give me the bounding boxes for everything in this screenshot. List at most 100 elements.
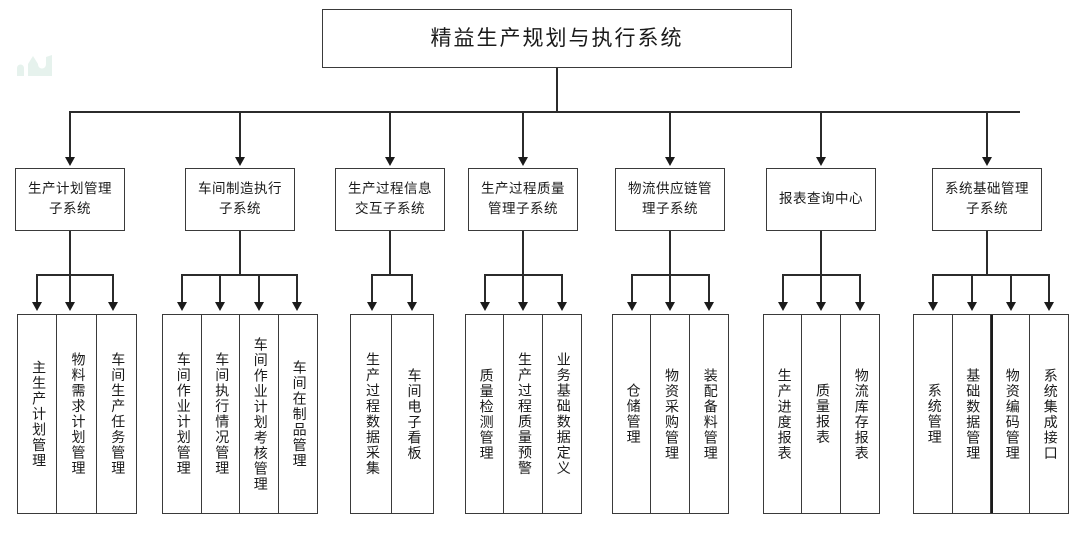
- level2-label-line2: 子系统: [219, 200, 261, 217]
- level2-node-sub-system-base[interactable]: 系统基础管理 子系统: [932, 168, 1042, 231]
- leaf-label: 物资编码管理: [1003, 367, 1020, 461]
- arrowhead-g5-drop-1: [627, 302, 637, 311]
- connector-g4-drop-3: [561, 274, 563, 302]
- leaf-node[interactable]: 生产进度报表: [764, 315, 803, 513]
- connector-g4-drop-2: [522, 274, 524, 302]
- leaf-node[interactable]: 车间在制品管理: [278, 315, 317, 513]
- connector-g3-bus: [371, 274, 413, 276]
- root-node-system-title[interactable]: 精益生产规划与执行系统: [322, 9, 792, 68]
- leaf-node[interactable]: 质量检测管理: [466, 315, 505, 513]
- leaf-label: 物资采购管理: [662, 367, 679, 461]
- level2-label-line1: 物流供应链管: [628, 180, 712, 197]
- level2-node-sub-process-quality[interactable]: 生产过程质量 管理子系统: [468, 168, 578, 231]
- arrowhead-g5-drop-3: [704, 302, 714, 311]
- level2-label-line2: 交互子系统: [355, 200, 425, 217]
- leaf-node[interactable]: 生产过程数据采集: [351, 315, 393, 513]
- connector-g2-drop-2: [219, 274, 221, 302]
- connector-bus-drop-3: [389, 111, 391, 157]
- leaf-label: 系统管理: [925, 383, 942, 445]
- connector-g7-bus: [932, 274, 1050, 276]
- connector-bus-drop-2: [239, 111, 241, 157]
- level2-node-sub-report-center[interactable]: 报表查询中心: [766, 168, 876, 231]
- connector-g1-bus: [36, 274, 114, 276]
- leaf-node[interactable]: 车间作业计划考核管理: [240, 315, 279, 513]
- arrowhead-g2-drop-1: [177, 302, 187, 311]
- arrowhead-g2-drop-4: [292, 302, 302, 311]
- level2-node-sub-process-info[interactable]: 生产过程信息 交互子系统: [335, 168, 445, 231]
- leaf-label: 车间电子看板: [405, 367, 422, 461]
- leaf-label: 基础数据管理: [964, 367, 981, 461]
- leaf-group-process-quality: 质量检测管理 生产过程质量预警 业务基础数据定义: [465, 314, 582, 514]
- arrowhead-bus-drop-6: [816, 157, 826, 166]
- connector-bus-drop-6: [820, 111, 822, 157]
- leaf-node[interactable]: 物流库存报表: [840, 315, 880, 513]
- level2-label-line1: 报表查询中心: [779, 190, 863, 207]
- arrowhead-g6-drop-2: [816, 302, 826, 311]
- level2-label-line1: 生产计划管理: [28, 180, 112, 197]
- leaf-label: 生产进度报表: [775, 367, 792, 461]
- leaf-node[interactable]: 系统管理: [914, 315, 953, 513]
- connector-g5-drop-2: [669, 274, 671, 302]
- arrowhead-g1-drop-1: [32, 302, 42, 311]
- leaf-node[interactable]: 主生产计划管理: [18, 315, 58, 513]
- level2-label-line2: 理子系统: [642, 200, 698, 217]
- leaf-node[interactable]: 车间生产任务管理: [96, 315, 137, 513]
- leaf-node[interactable]: 车间执行情况管理: [201, 315, 240, 513]
- leaf-label: 质量报表: [813, 383, 830, 445]
- connector-g4-stem: [522, 231, 524, 275]
- connector-g6-drop-1: [782, 274, 784, 302]
- arrowhead-bus-drop-7: [982, 157, 992, 166]
- arrowhead-g5-drop-2: [665, 302, 675, 311]
- connector-g1-drop-1: [36, 274, 38, 302]
- arrowhead-g7-drop-4: [1044, 302, 1054, 311]
- leaf-node[interactable]: 仓储管理: [613, 315, 652, 513]
- leaf-label: 装配备料管理: [701, 367, 718, 461]
- arrowhead-g2-drop-2: [215, 302, 225, 311]
- leaf-node[interactable]: 生产过程质量预警: [504, 315, 543, 513]
- leaf-label: 车间生产任务管理: [109, 352, 126, 476]
- leaf-node[interactable]: 业务基础数据定义: [542, 315, 582, 513]
- connector-g1-drop-3: [112, 274, 114, 302]
- leaf-node[interactable]: 车间电子看板: [392, 315, 433, 513]
- leaf-label: 生产过程数据采集: [363, 352, 380, 476]
- connector-g7-drop-4: [1048, 274, 1050, 302]
- connector-g2-drop-3: [258, 274, 260, 302]
- leaf-group-logistics-chain: 仓储管理 物资采购管理 装配备料管理: [612, 314, 729, 514]
- watermark-logo-icon: [10, 55, 52, 76]
- leaf-node[interactable]: 基础数据管理: [952, 315, 991, 513]
- connector-g6-stem: [820, 231, 822, 275]
- connector-g5-drop-1: [631, 274, 633, 302]
- leaf-label: 车间作业计划管理: [174, 352, 191, 476]
- leaf-node[interactable]: 装配备料管理: [689, 315, 729, 513]
- level2-node-sub-shopfloor-exec[interactable]: 车间制造执行 子系统: [185, 168, 295, 231]
- leaf-node[interactable]: 车间作业计划管理: [163, 315, 202, 513]
- leaf-node[interactable]: 物资编码管理: [991, 315, 1030, 513]
- connector-g7-drop-2: [971, 274, 973, 302]
- leaf-label: 仓储管理: [624, 383, 641, 445]
- arrowhead-g4-drop-2: [518, 302, 528, 311]
- connector-g2-bus: [181, 274, 298, 276]
- level2-node-sub-logistics-chain[interactable]: 物流供应链管 理子系统: [615, 168, 725, 231]
- arrowhead-bus-drop-1: [65, 157, 75, 166]
- leaf-node[interactable]: 质量报表: [802, 315, 841, 513]
- leaf-label: 质量检测管理: [477, 367, 494, 461]
- connector-bus-drop-7: [986, 111, 988, 157]
- arrowhead-g6-drop-3: [855, 302, 865, 311]
- leaf-label: 车间作业计划考核管理: [251, 336, 268, 492]
- arrowhead-g1-drop-2: [65, 302, 75, 311]
- arrowhead-g7-drop-1: [928, 302, 938, 311]
- arrowhead-g4-drop-3: [557, 302, 567, 311]
- leaf-node[interactable]: 系统集成接口: [1029, 315, 1068, 513]
- leaf-node[interactable]: 物资采购管理: [651, 315, 690, 513]
- leaf-node[interactable]: 物料需求计划管理: [57, 315, 97, 513]
- connector-g1-drop-2: [69, 274, 71, 302]
- leaf-label: 车间执行情况管理: [213, 352, 230, 476]
- connector-g3-drop-1: [371, 274, 373, 302]
- connector-g6-drop-2: [820, 274, 822, 302]
- connector-g2-stem: [239, 231, 241, 275]
- level2-node-sub-production-plan[interactable]: 生产计划管理 子系统: [15, 168, 125, 231]
- arrowhead-g1-drop-3: [108, 302, 118, 311]
- leaf-label: 车间在制品管理: [290, 359, 307, 469]
- arrowhead-g7-drop-3: [1006, 302, 1016, 311]
